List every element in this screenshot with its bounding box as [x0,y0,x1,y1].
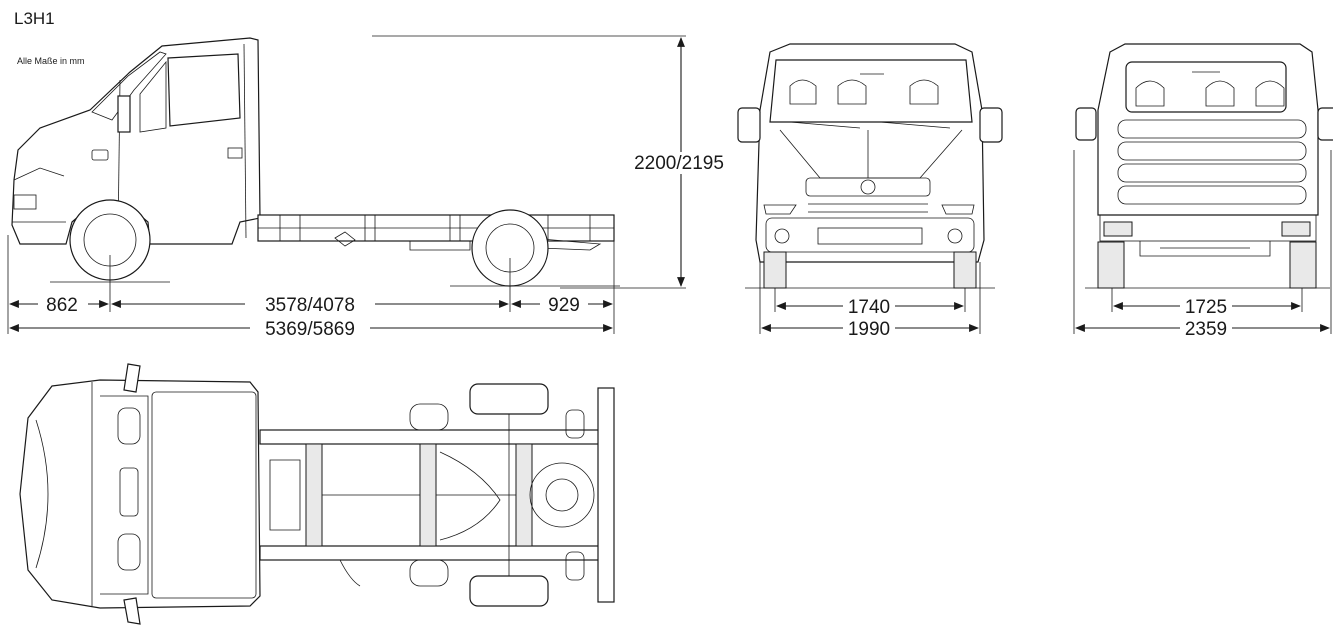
dim-overall-length: 5369/5869 [265,319,355,340]
rear-view: 1725 2359 [1073,43,1333,340]
dim-rear-track: 1725 [1185,297,1227,318]
drawing-title: L3H1 [14,9,55,28]
side-view: 862 3578/4078 929 5369/5869 2200/2195 [7,35,730,340]
dim-rear-overhang: 929 [548,295,580,316]
dim-front-track: 1740 [848,297,890,318]
dim-wheelbase: 3578/4078 [265,295,355,316]
dim-height: 2200/2195 [634,153,724,174]
dim-front-width: 1990 [848,319,890,340]
front-view: 1740 1990 [737,43,1003,340]
top-view [19,363,615,625]
dim-front-overhang: 862 [46,295,78,316]
units-note: Alle Maße in mm [17,56,85,66]
dim-rear-width: 2359 [1185,319,1227,340]
